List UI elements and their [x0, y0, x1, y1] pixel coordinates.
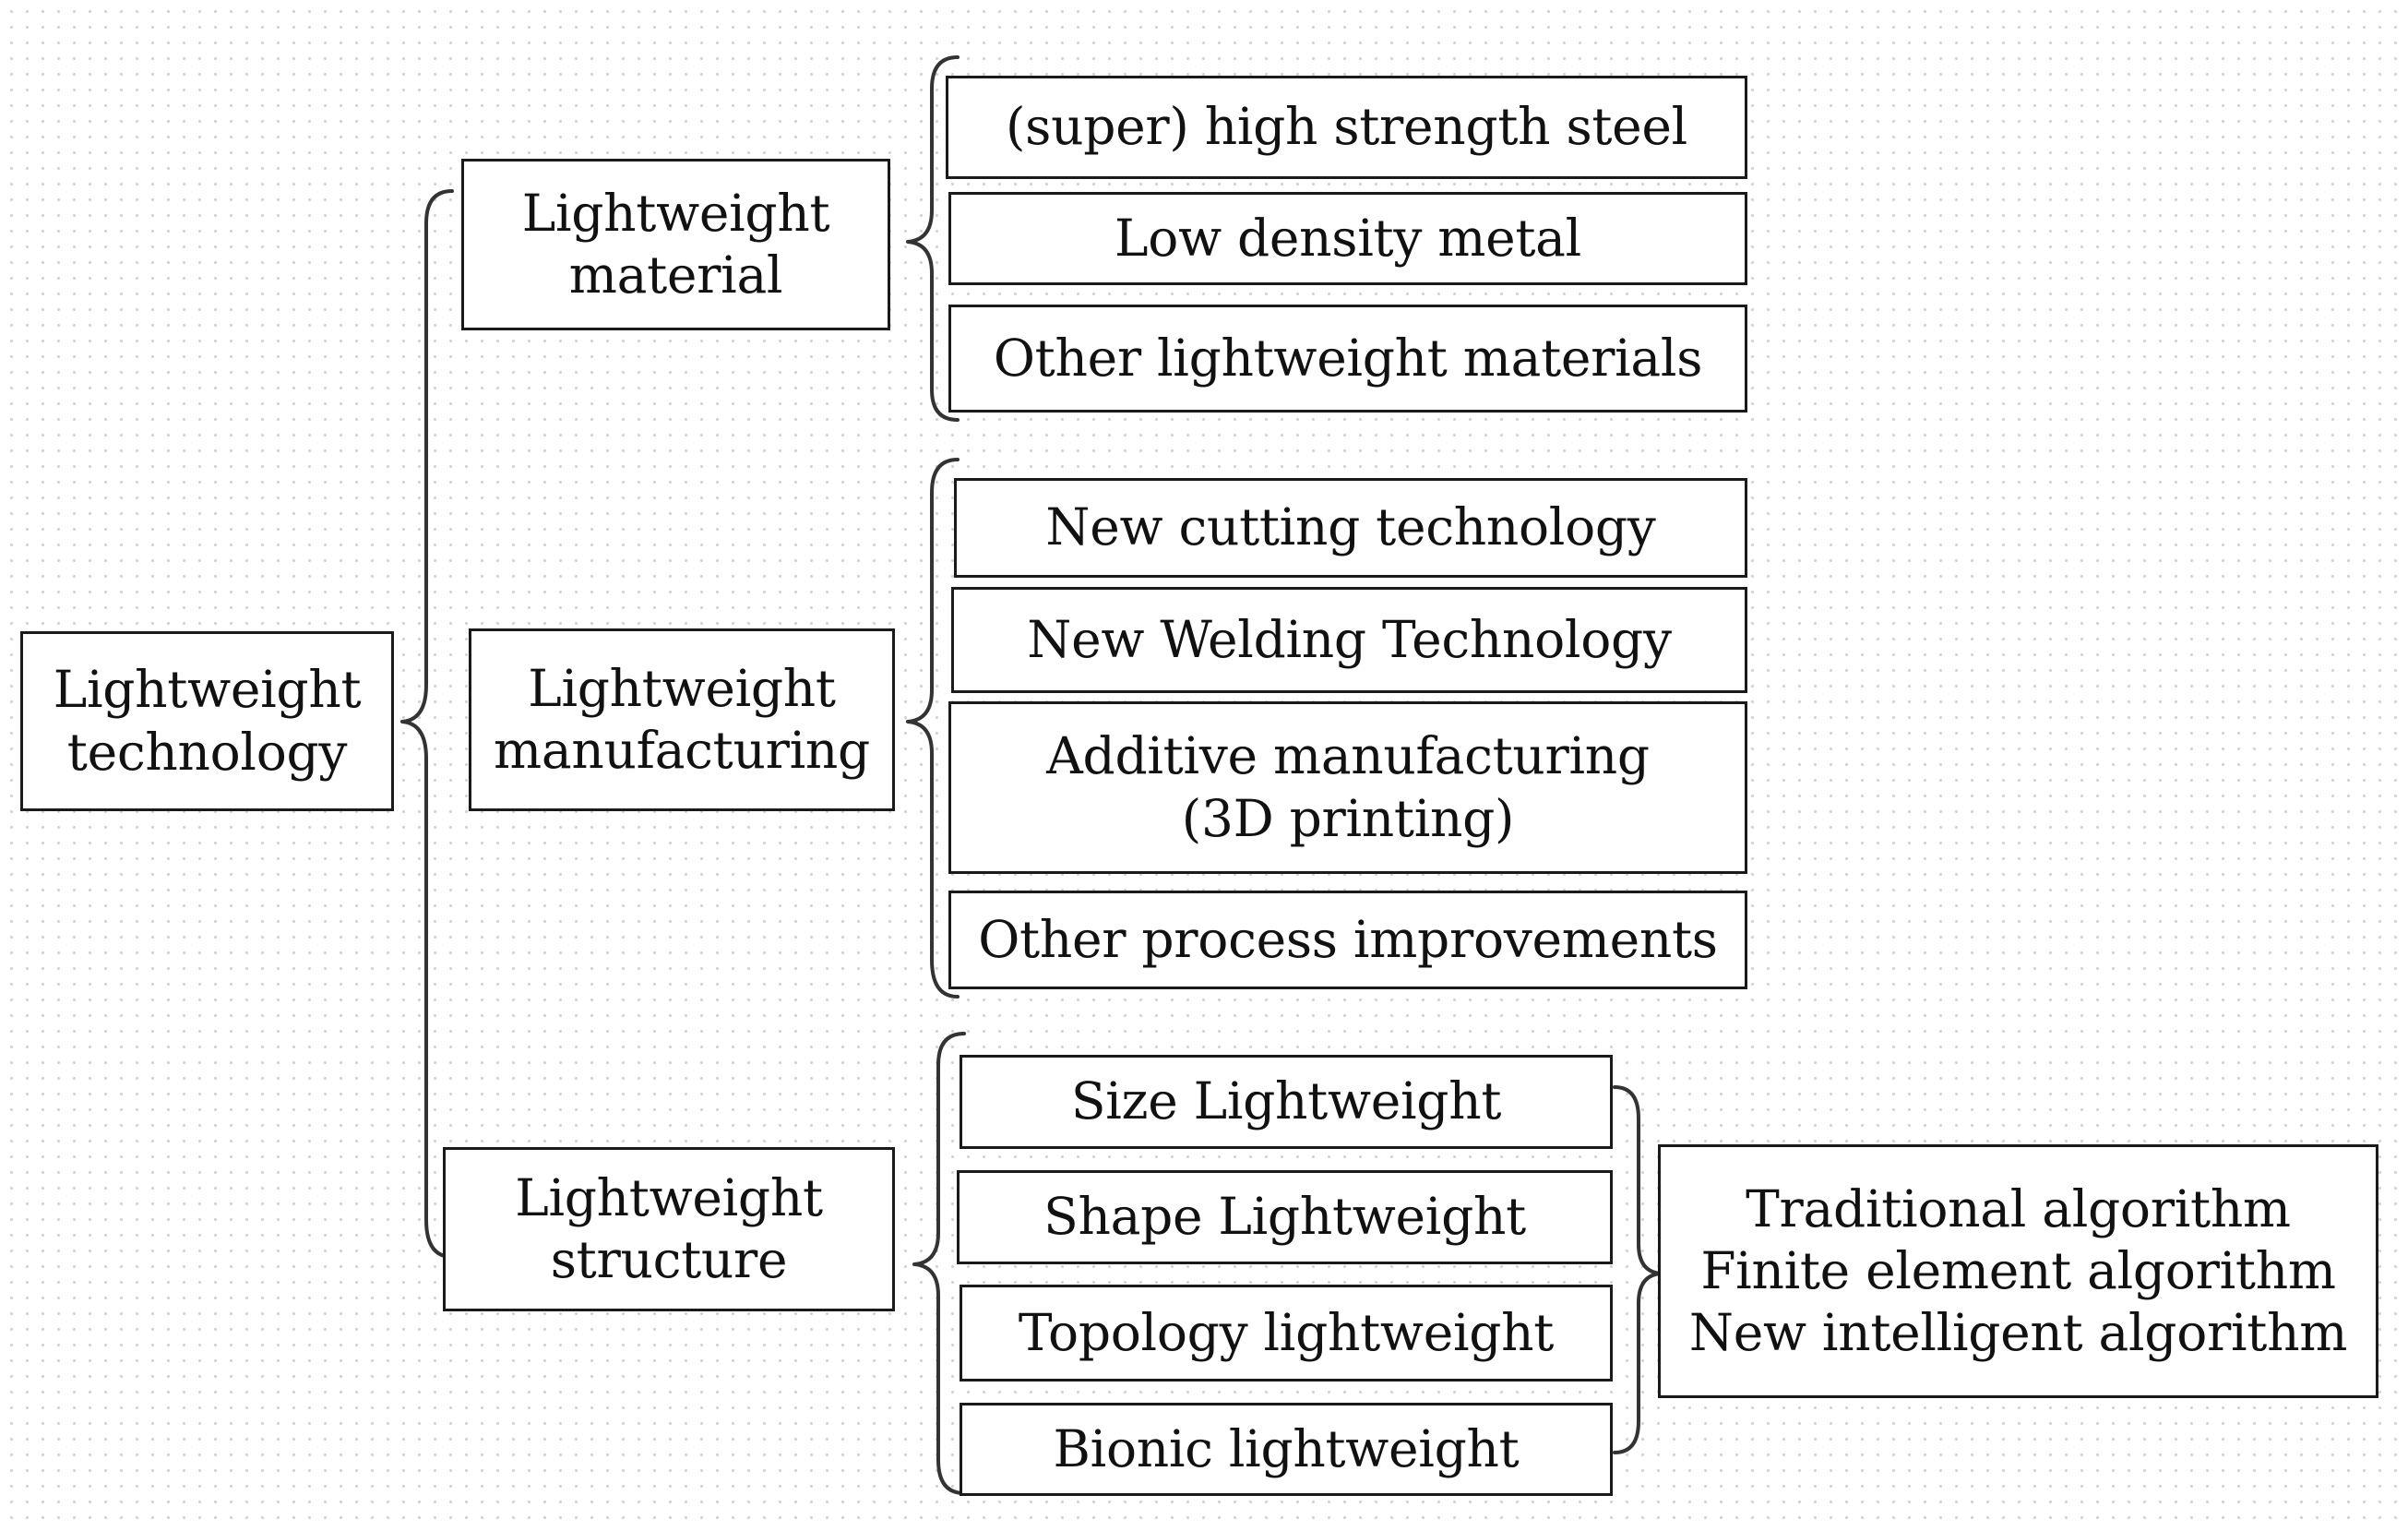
material-item-label: (super) high strength steel [1006, 97, 1687, 157]
material-brace [906, 55, 960, 422]
category-material-label: Lightweight material [521, 183, 830, 305]
manufacturing-item-welding: New Welding Technology [951, 587, 1747, 693]
structure-item-shape: Shape Lightweight [957, 1170, 1613, 1264]
algorithm-brace [1613, 1085, 1663, 1454]
manufacturing-item-label: New cutting technology [1045, 497, 1656, 557]
category-material-box: Lightweight material [461, 159, 890, 330]
manufacturing-item-other-process: Other process improvements [948, 891, 1747, 989]
category-manufacturing-box: Lightweight manufacturing [469, 628, 895, 811]
structure-item-label: Shape Lightweight [1043, 1187, 1526, 1247]
material-item-other-materials: Other lightweight materials [948, 305, 1747, 413]
structure-item-bionic: Bionic lightweight [960, 1403, 1613, 1496]
manufacturing-item-cutting: New cutting technology [954, 478, 1747, 578]
material-item-low-density-metal: Low density metal [948, 192, 1747, 285]
manufacturing-item-label: Other process improvements [978, 909, 1718, 969]
root-brace [400, 189, 454, 1259]
manufacturing-item-label: Additive manufacturing (3D printing) [1046, 726, 1650, 848]
structure-item-size: Size Lightweight [960, 1055, 1613, 1149]
category-manufacturing-label: Lightweight manufacturing [494, 658, 870, 780]
structure-brace [912, 1032, 966, 1495]
manufacturing-item-additive: Additive manufacturing (3D printing) [948, 701, 1747, 874]
structure-item-label: Size Lightweight [1070, 1071, 1502, 1131]
material-item-high-strength-steel: (super) high strength steel [946, 76, 1747, 179]
manufacturing-brace [906, 458, 960, 999]
structure-item-label: Topology lightweight [1018, 1302, 1555, 1362]
algorithm-list: Traditional algorithm Finite element alg… [1688, 1178, 2348, 1363]
algorithm-box: Traditional algorithm Finite element alg… [1658, 1144, 2378, 1398]
manufacturing-item-label: New Welding Technology [1027, 609, 1672, 669]
structure-item-label: Bionic lightweight [1053, 1418, 1520, 1478]
root-box: Lightweight technology [20, 631, 394, 811]
root-label: Lightweight technology [53, 660, 362, 782]
structure-item-topology: Topology lightweight [960, 1285, 1613, 1381]
material-item-label: Other lightweight materials [993, 328, 1703, 388]
category-structure-label: Lightweight structure [515, 1167, 823, 1289]
category-structure-box: Lightweight structure [443, 1147, 895, 1311]
material-item-label: Low density metal [1115, 208, 1581, 268]
